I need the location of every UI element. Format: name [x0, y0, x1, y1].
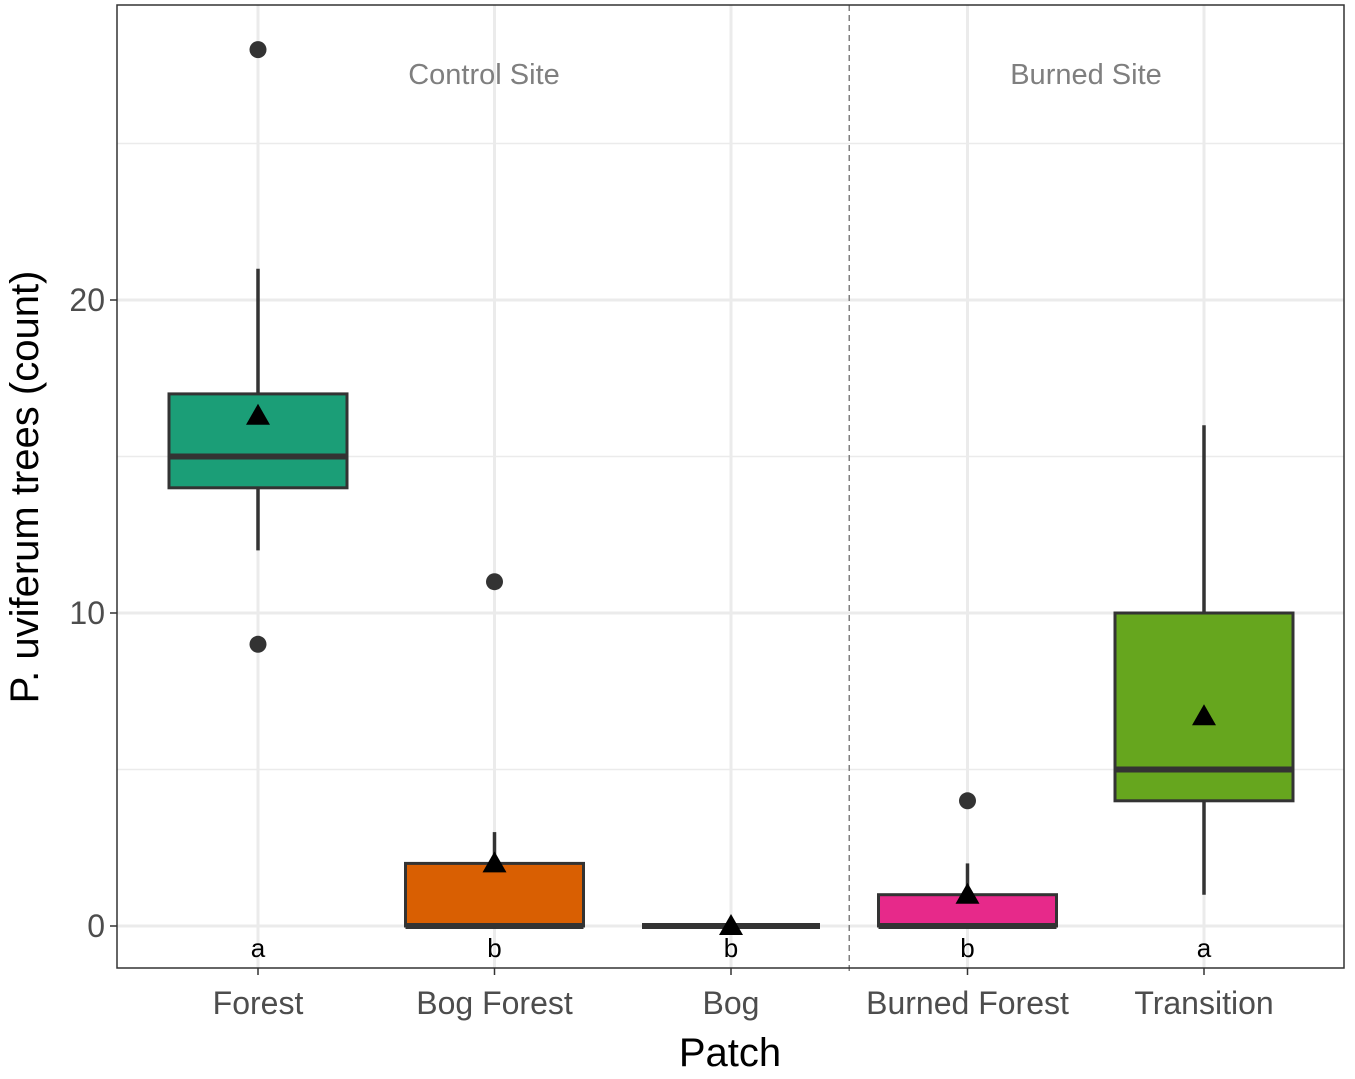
- y-tick-label: 20: [69, 282, 105, 318]
- x-tick-label: Transition: [1134, 985, 1273, 1021]
- mean-marker: [1192, 704, 1216, 726]
- boxplot-forest: a: [167, 41, 349, 963]
- significance-letter: a: [251, 933, 266, 963]
- significance-letter: b: [724, 933, 738, 963]
- significance-letter: b: [960, 933, 974, 963]
- mean-marker: [719, 914, 743, 935]
- y-tick-label: 10: [69, 595, 105, 631]
- outlier-point: [249, 635, 267, 653]
- outlier-point: [959, 792, 976, 810]
- y-axis-title: P. uviferum trees (count): [3, 271, 47, 704]
- mean-marker: [482, 851, 507, 873]
- outlier-point: [249, 41, 267, 59]
- x-tick-label: Forest: [213, 985, 304, 1021]
- mean-marker: [246, 403, 270, 425]
- boxplot-burned-forest: b: [877, 792, 1058, 963]
- site-label-burned: Burned Site: [1010, 59, 1162, 91]
- significance-letter: b: [487, 933, 501, 963]
- x-tick-label: Bog Forest: [416, 985, 573, 1021]
- boxplot-transition: a: [1113, 425, 1295, 963]
- x-tick-label: Bog: [703, 985, 760, 1021]
- box: [404, 861, 585, 928]
- boxplot-bog-forest: b: [404, 573, 585, 963]
- mean-marker: [955, 882, 980, 904]
- site-label-control: Control Site: [408, 59, 560, 91]
- y-axis: 0 10 20: [69, 282, 117, 944]
- x-tick-label: Burned Forest: [866, 985, 1069, 1021]
- outlier-point: [486, 573, 503, 591]
- boxplot-bog: b: [642, 914, 820, 963]
- x-axis-title: Patch: [679, 1031, 781, 1075]
- significance-letter: a: [1197, 933, 1212, 963]
- y-tick-label: 0: [87, 908, 105, 944]
- x-axis: Forest Bog Forest Bog Burned Forest Transiti…: [213, 968, 1274, 1021]
